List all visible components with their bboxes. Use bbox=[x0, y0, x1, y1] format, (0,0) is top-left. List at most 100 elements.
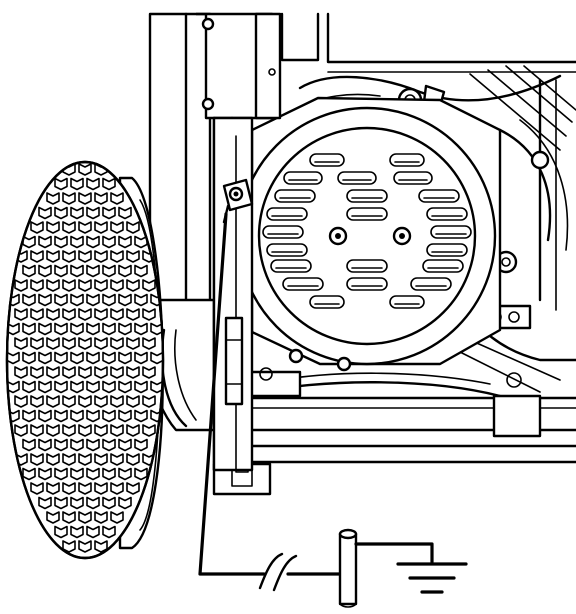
tread-block bbox=[7, 380, 20, 394]
tread-block bbox=[54, 380, 68, 394]
tread-block bbox=[78, 163, 92, 176]
tread-block bbox=[110, 424, 124, 437]
vent-slot bbox=[309, 153, 345, 167]
tread-block bbox=[126, 482, 140, 495]
tread-block bbox=[110, 221, 124, 234]
tread-block bbox=[78, 366, 92, 379]
vent-slot bbox=[266, 207, 308, 221]
tread-block bbox=[150, 380, 163, 394]
tread-block bbox=[78, 279, 92, 292]
vent-slot bbox=[346, 189, 388, 203]
tread-block bbox=[78, 453, 92, 466]
tread-block bbox=[30, 395, 44, 408]
tread-block bbox=[86, 380, 100, 394]
wheel-tire-icon bbox=[5, 160, 165, 560]
tread-block bbox=[102, 438, 116, 452]
tread-block bbox=[94, 192, 108, 205]
tread-block bbox=[86, 264, 100, 278]
tread-block bbox=[22, 380, 36, 394]
ground-rod-icon bbox=[338, 528, 358, 608]
tread-block bbox=[30, 279, 44, 292]
tread-block bbox=[126, 424, 140, 437]
tread-block bbox=[126, 453, 140, 466]
tread-block bbox=[102, 264, 116, 278]
vent-slot bbox=[274, 189, 316, 203]
tread-block bbox=[118, 235, 132, 249]
tread-block bbox=[70, 177, 84, 191]
vent-slot bbox=[426, 243, 468, 257]
tread-block bbox=[118, 438, 132, 452]
tread-block bbox=[142, 279, 156, 292]
tread-block bbox=[86, 206, 100, 220]
vent-slot bbox=[346, 207, 388, 221]
tread-block bbox=[62, 279, 76, 292]
tread-block bbox=[110, 511, 124, 524]
tread-block bbox=[30, 366, 44, 379]
tread-block bbox=[38, 467, 52, 481]
tread-block bbox=[134, 380, 148, 394]
tread-block bbox=[14, 366, 28, 379]
tread-block bbox=[38, 235, 52, 249]
vent-slot bbox=[283, 171, 323, 185]
tread-block bbox=[22, 264, 36, 278]
tread-block bbox=[14, 424, 28, 437]
tread-block bbox=[46, 366, 60, 379]
vent-slot bbox=[389, 295, 425, 309]
vent-slot bbox=[426, 207, 468, 221]
tread-block bbox=[86, 467, 100, 481]
tread-block bbox=[142, 395, 156, 408]
tread-block bbox=[94, 511, 108, 524]
tread-block bbox=[118, 293, 132, 307]
tread-block bbox=[118, 380, 132, 394]
tread-block bbox=[102, 322, 116, 336]
tread-block bbox=[86, 438, 100, 452]
tread-block bbox=[30, 424, 44, 437]
tread-block bbox=[22, 235, 36, 249]
tread-block bbox=[54, 525, 68, 539]
tread-block bbox=[134, 438, 148, 452]
tread-block bbox=[94, 366, 108, 379]
tread-block bbox=[22, 351, 36, 365]
tread-block bbox=[134, 351, 148, 365]
vent-slot bbox=[393, 171, 433, 185]
tread-block bbox=[54, 177, 68, 191]
tread-block bbox=[30, 482, 44, 495]
tread-block bbox=[54, 409, 68, 423]
tread-block bbox=[62, 308, 76, 321]
tread-block bbox=[102, 293, 116, 307]
tread-block bbox=[54, 235, 68, 249]
tread-block bbox=[70, 235, 84, 249]
tread-block bbox=[70, 525, 84, 539]
tread-block bbox=[38, 293, 52, 307]
tread-block bbox=[142, 424, 156, 437]
tread-block bbox=[30, 221, 44, 234]
tread-block bbox=[62, 482, 76, 495]
tread-block bbox=[22, 293, 36, 307]
tread-block bbox=[134, 409, 148, 423]
tread-block bbox=[78, 308, 92, 321]
vent-slot bbox=[346, 259, 388, 273]
vent-slot bbox=[346, 277, 388, 291]
tread-block bbox=[14, 279, 28, 292]
vent-slot bbox=[418, 189, 460, 203]
tread-block bbox=[46, 279, 60, 292]
tread-block bbox=[14, 308, 28, 321]
tread-block bbox=[62, 453, 76, 466]
tread-block bbox=[62, 337, 76, 350]
tread-block bbox=[86, 409, 100, 423]
tread-block bbox=[142, 366, 156, 379]
tread-block bbox=[118, 409, 132, 423]
tread-block bbox=[134, 264, 148, 278]
tread-block bbox=[102, 409, 116, 423]
tread-block bbox=[94, 221, 108, 234]
tread-block bbox=[46, 192, 60, 205]
alternator-cover-icon bbox=[237, 96, 502, 372]
tread-block bbox=[78, 424, 92, 437]
tread-block bbox=[62, 395, 76, 408]
tread-block bbox=[70, 380, 84, 394]
tread-block bbox=[94, 395, 108, 408]
tread-block bbox=[62, 366, 76, 379]
tread-block bbox=[46, 482, 60, 495]
